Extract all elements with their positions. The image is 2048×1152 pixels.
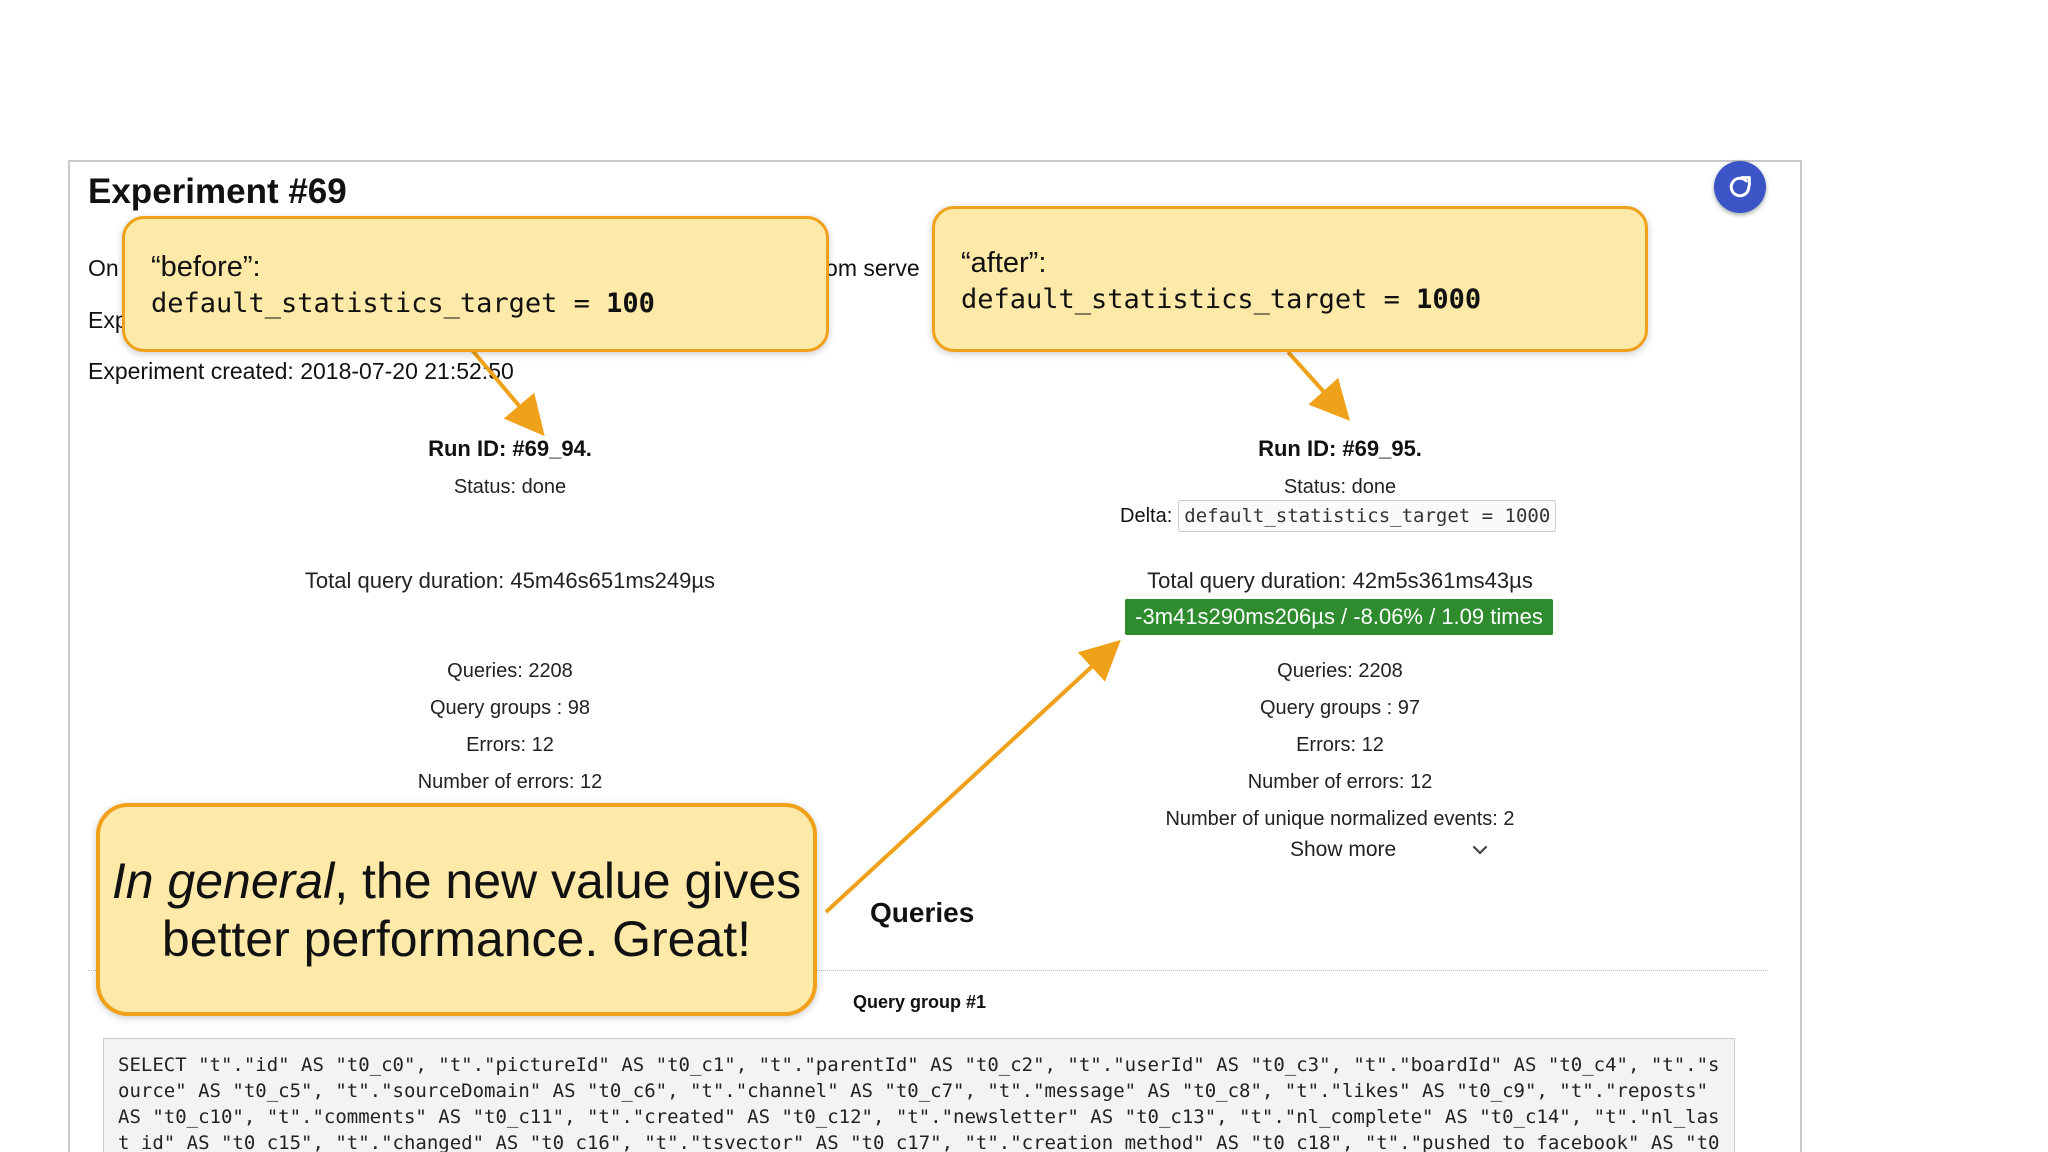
section-divider xyxy=(88,970,1768,971)
queries-count: Queries: 2208 xyxy=(447,660,573,682)
after-setting-name: default_statistics_target = xyxy=(961,284,1417,315)
query-group-label: Query group #1 xyxy=(853,992,987,1012)
chevron-down-icon[interactable] xyxy=(1468,838,1492,862)
delta-label: Delta: xyxy=(1120,504,1173,527)
show-more-link[interactable]: Show more xyxy=(1290,838,1397,861)
description-fragment: from serve xyxy=(811,255,920,281)
before-setting-name: default_statistics_target = xyxy=(151,288,607,319)
run-status: Status: done xyxy=(1283,476,1397,498)
run-id: Run ID: #69_94. xyxy=(428,436,592,461)
run-status: Status: done xyxy=(453,476,567,498)
number-of-errors: Number of errors: 12 xyxy=(1247,771,1433,793)
after-setting: default_statistics_target = 1000 xyxy=(961,284,1645,315)
after-label: “after”: xyxy=(961,247,1047,279)
delta-row: Delta: default_statistics_target = 1000 xyxy=(1120,500,1557,532)
duration-diff-badge: -3m41s290ms206µs / -8.06% / 1.09 times xyxy=(1125,599,1553,635)
refresh-icon xyxy=(1729,176,1751,198)
experiment-created: Experiment created: 2018-07-20 21:52:50 xyxy=(88,358,514,384)
query-groups-count: Query groups : 98 xyxy=(429,697,591,719)
after-callout: “after”: default_statistics_target = 100… xyxy=(932,206,1648,352)
before-callout: “before”: default_statistics_target = 10… xyxy=(122,216,829,352)
before-setting: default_statistics_target = 100 xyxy=(151,288,826,319)
queries-heading: Queries xyxy=(870,897,975,928)
summary-line2: better performance. Great! xyxy=(161,910,752,967)
refresh-button[interactable] xyxy=(1714,161,1766,213)
total-duration: Total query duration: 42m5s361ms43µs xyxy=(1147,568,1533,593)
before-setting-value: 100 xyxy=(606,288,655,319)
errors-count: Errors: 12 xyxy=(1296,734,1384,756)
run-id: Run ID: #69_95. xyxy=(1258,436,1422,461)
errors-count: Errors: 12 xyxy=(466,734,554,756)
query-groups-count: Query groups : 97 xyxy=(1259,697,1421,719)
before-label: “before”: xyxy=(151,251,261,283)
summary-text: In general, the new value gives better p… xyxy=(112,852,801,968)
description-fragment: On xyxy=(88,255,119,281)
after-setting-value: 1000 xyxy=(1416,284,1482,315)
queries-count: Queries: 2208 xyxy=(1277,660,1403,682)
page-title: Experiment #69 xyxy=(88,172,347,211)
summary-callout: In general, the new value gives better p… xyxy=(96,803,817,1016)
description-fragment: Exp xyxy=(88,307,128,333)
number-of-errors: Number of errors: 12 xyxy=(417,771,603,793)
unique-events-count: Number of unique normalized events: 2 xyxy=(1165,808,1515,830)
sql-query-text: SELECT "t"."id" AS "t0_c0", "t"."picture… xyxy=(103,1038,1735,1152)
delta-value: default_statistics_target = 1000 xyxy=(1178,500,1557,532)
summary-emphasis: In general xyxy=(111,852,335,909)
total-duration: Total query duration: 45m46s651ms249µs xyxy=(304,568,716,593)
summary-line1: , the new value gives xyxy=(334,852,802,909)
